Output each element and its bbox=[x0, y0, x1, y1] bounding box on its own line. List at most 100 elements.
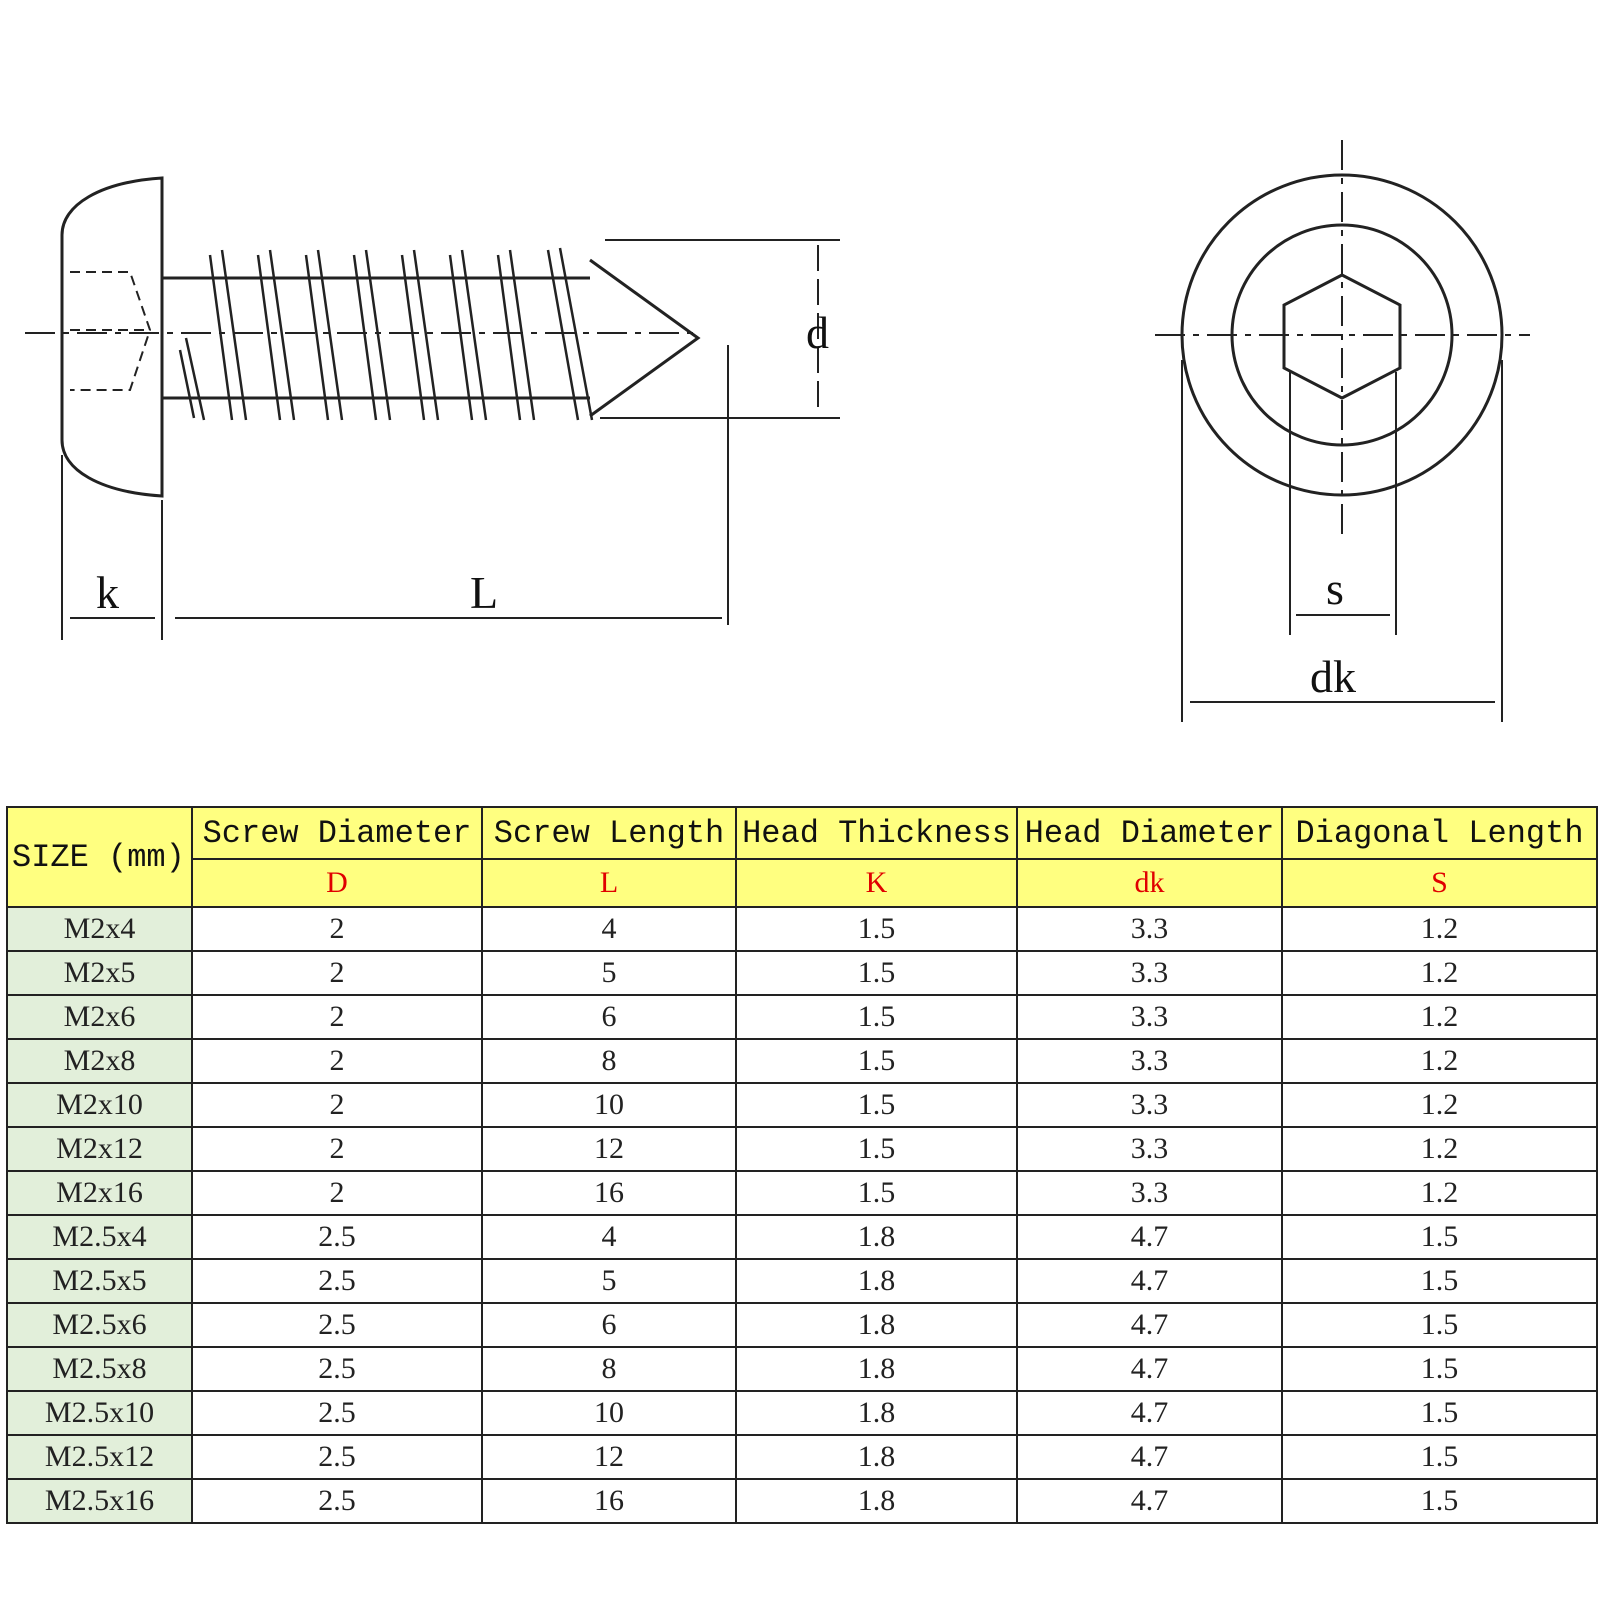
thread-lines bbox=[178, 247, 594, 421]
head-outer-circle bbox=[1180, 173, 1504, 497]
value-cell: 1.5 bbox=[735, 906, 1018, 952]
value-cell: 1.8 bbox=[735, 1214, 1018, 1260]
symbol-dk: dk bbox=[1016, 858, 1283, 908]
value-cell: 1.5 bbox=[735, 1170, 1018, 1216]
value-cell: 3.3 bbox=[1016, 1170, 1283, 1216]
value-cell: 16 bbox=[481, 1478, 737, 1524]
size-cell: M2.5x6 bbox=[6, 1302, 193, 1348]
size-cell: M2x10 bbox=[6, 1082, 193, 1128]
size-cell: M2.5x10 bbox=[6, 1390, 193, 1436]
screw-tip bbox=[589, 258, 701, 418]
value-cell: 2 bbox=[191, 1082, 483, 1128]
value-cell: 2.5 bbox=[191, 1302, 483, 1348]
value-cell: 8 bbox=[481, 1346, 737, 1392]
value-cell: 1.5 bbox=[735, 1038, 1018, 1084]
value-cell: 1.2 bbox=[1281, 1082, 1598, 1128]
value-cell: 3.3 bbox=[1016, 950, 1283, 996]
value-cell: 2 bbox=[191, 1038, 483, 1084]
value-cell: 6 bbox=[481, 994, 737, 1040]
value-cell: 4.7 bbox=[1016, 1214, 1283, 1260]
value-cell: 2 bbox=[191, 994, 483, 1040]
value-cell: 3.3 bbox=[1016, 1038, 1283, 1084]
size-cell: M2x5 bbox=[6, 950, 193, 996]
side-view bbox=[25, 176, 840, 640]
value-cell: 3.3 bbox=[1016, 1082, 1283, 1128]
value-cell: 4.7 bbox=[1016, 1434, 1283, 1480]
value-cell: 1.8 bbox=[735, 1258, 1018, 1304]
header-head-thickness: Head Thickness bbox=[735, 806, 1018, 860]
value-cell: 3.3 bbox=[1016, 906, 1283, 952]
value-cell: 1.8 bbox=[735, 1434, 1018, 1480]
value-cell: 4.7 bbox=[1016, 1258, 1283, 1304]
size-cell: M2.5x4 bbox=[6, 1214, 193, 1260]
symbol-S: S bbox=[1281, 858, 1598, 908]
value-cell: 3.3 bbox=[1016, 1126, 1283, 1172]
label-L: L bbox=[470, 567, 498, 618]
value-cell: 3.3 bbox=[1016, 994, 1283, 1040]
value-cell: 8 bbox=[481, 1038, 737, 1084]
value-cell: 4 bbox=[481, 1214, 737, 1260]
value-cell: 4 bbox=[481, 906, 737, 952]
value-cell: 1.5 bbox=[735, 994, 1018, 1040]
hex-socket bbox=[1282, 273, 1402, 400]
value-cell: 2.5 bbox=[191, 1258, 483, 1304]
top-view bbox=[1155, 140, 1530, 722]
size-column-header: SIZE (mm) bbox=[6, 806, 193, 908]
value-cell: 5 bbox=[481, 1258, 737, 1304]
table-header: SIZE (mm) Screw Diameter Screw Length He… bbox=[6, 806, 1598, 908]
symbol-D: D bbox=[191, 858, 483, 908]
value-cell: 10 bbox=[481, 1082, 737, 1128]
value-cell: 1.5 bbox=[735, 1126, 1018, 1172]
value-cell: 1.5 bbox=[735, 950, 1018, 996]
value-cell: 1.2 bbox=[1281, 1126, 1598, 1172]
size-cell: M2x12 bbox=[6, 1126, 193, 1172]
value-cell: 4.7 bbox=[1016, 1478, 1283, 1524]
value-cell: 5 bbox=[481, 950, 737, 996]
value-cell: 12 bbox=[481, 1434, 737, 1480]
value-cell: 2.5 bbox=[191, 1390, 483, 1436]
value-cell: 1.8 bbox=[735, 1302, 1018, 1348]
label-k: k bbox=[96, 567, 119, 618]
size-cell: M2x8 bbox=[6, 1038, 193, 1084]
size-cell: M2x6 bbox=[6, 994, 193, 1040]
value-cell: 2.5 bbox=[191, 1346, 483, 1392]
size-cell: M2x16 bbox=[6, 1170, 193, 1216]
value-cell: 4.7 bbox=[1016, 1302, 1283, 1348]
value-cell: 10 bbox=[481, 1390, 737, 1436]
value-cell: 1.8 bbox=[735, 1478, 1018, 1524]
value-cell: 1.5 bbox=[1281, 1434, 1598, 1480]
symbol-L: L bbox=[481, 858, 737, 908]
size-cell: M2x4 bbox=[6, 906, 193, 952]
label-d: d bbox=[806, 307, 829, 358]
header-head-diameter: Head Diameter bbox=[1016, 806, 1283, 860]
label-dk: dk bbox=[1310, 651, 1356, 702]
header-diagonal-length: Diagonal Length bbox=[1281, 806, 1598, 860]
value-cell: 2.5 bbox=[191, 1214, 483, 1260]
socket-hidden-lines bbox=[70, 271, 152, 391]
header-screw-length: Screw Length bbox=[481, 806, 737, 860]
value-cell: 6 bbox=[481, 1302, 737, 1348]
value-cell: 1.8 bbox=[735, 1346, 1018, 1392]
value-cell: 1.5 bbox=[1281, 1302, 1598, 1348]
value-cell: 1.5 bbox=[735, 1082, 1018, 1128]
value-cell: 1.5 bbox=[1281, 1346, 1598, 1392]
value-cell: 2 bbox=[191, 950, 483, 996]
header-screw-diameter: Screw Diameter bbox=[191, 806, 483, 860]
value-cell: 2 bbox=[191, 906, 483, 952]
value-cell: 1.2 bbox=[1281, 994, 1598, 1040]
value-cell: 2 bbox=[191, 1126, 483, 1172]
